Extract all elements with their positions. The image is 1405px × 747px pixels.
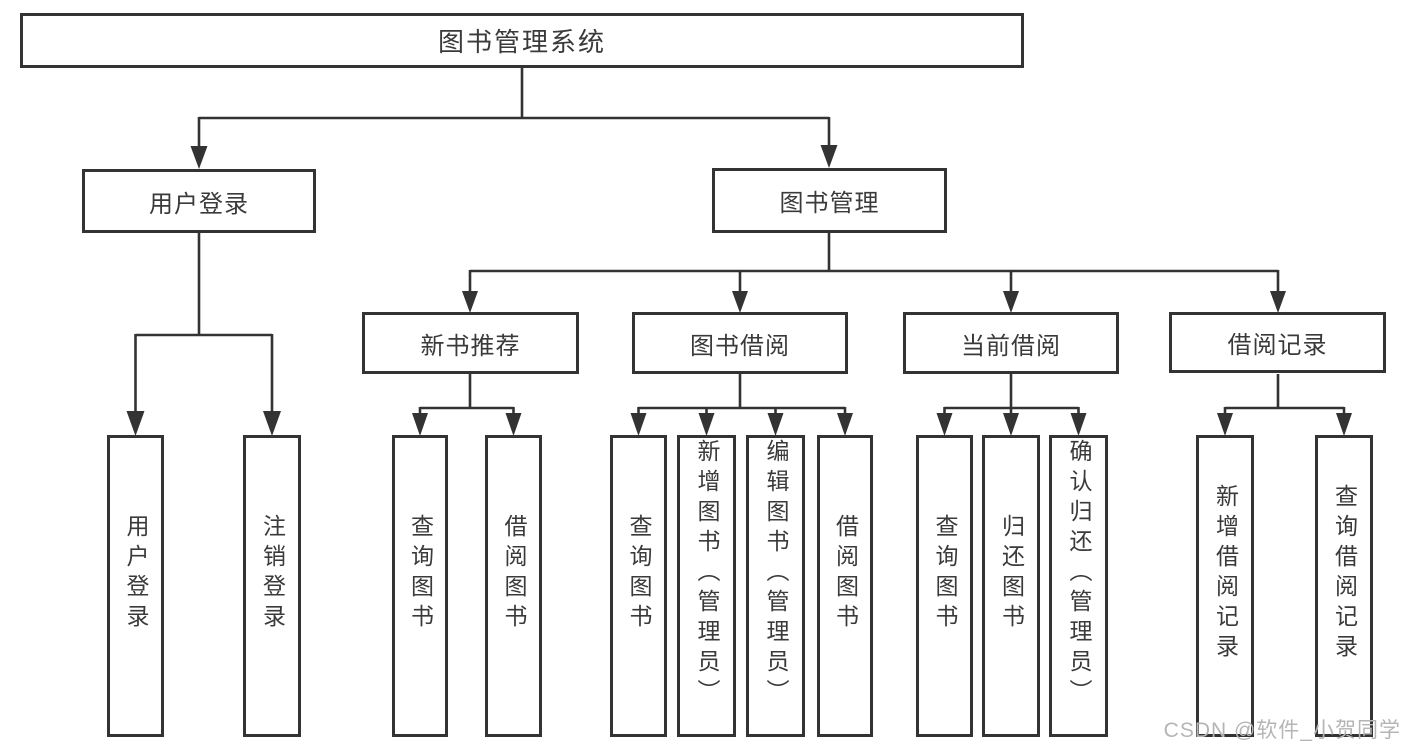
node-label: 查询图书 (932, 514, 958, 634)
node-label: 借阅图书 (501, 514, 527, 634)
leaf-query-books-recommend: 查询图书 (392, 435, 448, 737)
node-new-book-recommend: 新书推荐 (362, 312, 579, 374)
leaf-edit-books-admin: 编辑图书（管理员） (746, 435, 805, 737)
leaf-logout: 注销登录 (243, 435, 301, 737)
node-book-management: 图书管理 (712, 168, 947, 233)
leaf-return-books: 归还图书 (982, 435, 1040, 737)
csdn-watermark: CSDN @软件_小贺同学 (1163, 719, 1401, 742)
node-label: 查询图书 (626, 514, 652, 634)
leaf-add-books-admin: 新增图书（管理员） (677, 435, 736, 737)
node-label: 查询图书 (407, 514, 434, 634)
node-borrow-records: 借阅记录 (1169, 312, 1386, 373)
node-label: 当前借阅 (961, 332, 1061, 360)
node-label: 用户登录 (149, 190, 249, 218)
node-label: 图书借阅 (690, 332, 790, 360)
node-label: 图书管理 (779, 190, 880, 217)
leaf-user-login: 用户登录 (107, 435, 164, 737)
node-label: 编辑图书（管理员） (763, 439, 789, 709)
node-label: 借阅记录 (1227, 332, 1328, 359)
node-label: 注销登录 (259, 514, 286, 634)
node-label: 新增借阅记录 (1212, 484, 1239, 664)
leaf-query-books-borrow: 查询图书 (610, 435, 667, 737)
node-label: 用户登录 (123, 514, 149, 634)
node-label: 借阅图书 (832, 514, 859, 634)
node-user-login: 用户登录 (82, 169, 316, 233)
node-label: 确认归还（管理员） (1066, 439, 1092, 709)
node-label: 新书推荐 (420, 332, 521, 360)
node-root-library-system: 图书管理系统 (20, 13, 1024, 68)
node-label: 图书管理系统 (437, 27, 606, 57)
node-label: 归还图书 (998, 514, 1025, 634)
leaf-borrow-books-recommend: 借阅图书 (485, 435, 542, 737)
node-label: 查询借阅记录 (1331, 484, 1358, 664)
leaf-add-borrow-record: 新增借阅记录 (1196, 435, 1254, 737)
node-label: 新增图书（管理员） (694, 439, 720, 709)
leaf-borrow-books: 借阅图书 (817, 435, 873, 737)
arrowhead-icons (126, 145, 1352, 436)
leaf-confirm-return-admin: 确认归还（管理员） (1049, 435, 1108, 737)
leaf-query-borrow-record: 查询借阅记录 (1315, 435, 1373, 737)
leaf-query-books-current: 查询图书 (916, 435, 973, 737)
node-current-borrow: 当前借阅 (903, 312, 1119, 374)
node-book-borrow: 图书借阅 (632, 312, 848, 374)
